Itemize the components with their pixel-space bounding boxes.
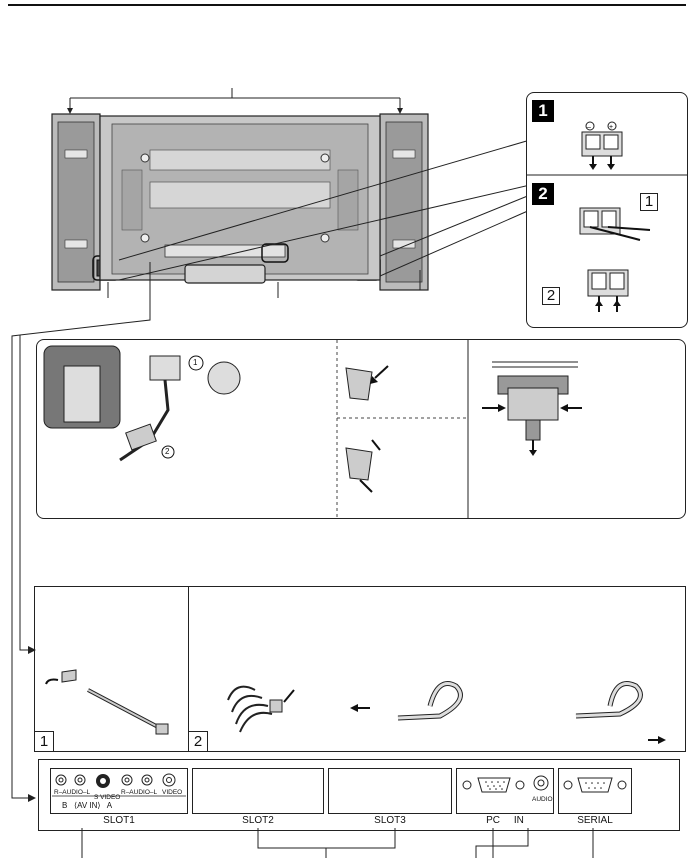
step2-sub-2: 2 xyxy=(542,287,560,305)
callout-2: 2 xyxy=(165,447,170,456)
serial-box xyxy=(558,768,632,814)
callout-1: 1 xyxy=(193,358,198,367)
audio-label: AUDIO xyxy=(532,796,553,803)
speaker-terminal-illustration: – + xyxy=(527,121,688,312)
cable-tie-divider xyxy=(188,586,189,752)
slot2-label: SLOT2 xyxy=(242,815,274,826)
cable-tie-panel xyxy=(34,586,686,752)
video-label: VIDEO xyxy=(162,789,183,796)
slot2-box xyxy=(192,768,324,814)
step1-badge: 1 xyxy=(532,100,554,122)
pc-in-label: PC IN xyxy=(486,815,524,826)
display-rear-illustration xyxy=(19,88,531,336)
slot1-box xyxy=(50,768,188,814)
pc-in-box xyxy=(456,768,554,814)
av-in-label: B ⟨AV IN⟩ A xyxy=(62,801,113,810)
s-video-label: S VIDEO xyxy=(94,794,121,801)
tie-step-1: 1 xyxy=(34,731,54,752)
r-audio-l-a-label: R–AUDIO–L xyxy=(121,789,158,796)
slot3-label: SLOT3 xyxy=(374,815,406,826)
r-audio-l-b-label: R–AUDIO–L xyxy=(54,789,91,796)
tie-step-2: 2 xyxy=(188,731,208,752)
serial-label: SERIAL xyxy=(577,815,613,826)
cable-tie-illustration xyxy=(45,669,666,744)
terminal-panel xyxy=(38,759,680,831)
svg-text:+: + xyxy=(609,124,613,131)
step2-sub-1: 1 xyxy=(640,193,658,211)
slot3-box xyxy=(328,768,452,814)
header-rule xyxy=(8,4,686,6)
svg-text:–: – xyxy=(587,124,591,131)
slot1-label: SLOT1 xyxy=(103,815,135,826)
step2-badge: 2 xyxy=(532,183,554,205)
power-cord-illustration xyxy=(43,340,582,518)
